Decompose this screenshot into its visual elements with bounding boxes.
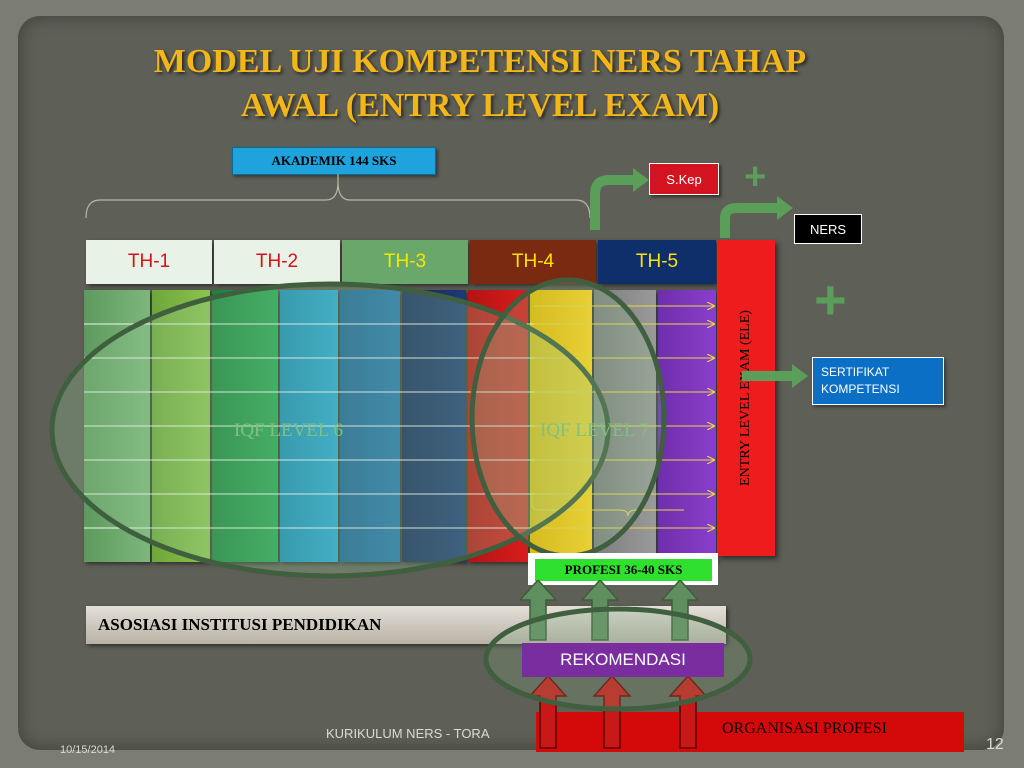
year-header-th2: TH-2 xyxy=(214,240,340,284)
year-header-th1: TH-1 xyxy=(86,240,212,284)
year-header-th3: TH-3 xyxy=(342,240,468,284)
page-number: 12 xyxy=(986,736,1004,753)
sertifikat-line-1: SERTIFIKAT xyxy=(821,365,890,379)
rekomendasi-box: REKOMENDASI xyxy=(522,643,724,677)
akademik-box: AKADEMIK 144 SKS xyxy=(232,147,436,175)
flow-lines xyxy=(84,290,724,560)
skep-box: S.Kep xyxy=(649,163,719,195)
organisasi-profesi-label: ORGANISASI PROFESI xyxy=(722,720,887,737)
sertifikat-line-2: KOMPETENSI xyxy=(821,382,900,396)
plus-icon: + xyxy=(814,268,847,331)
footer-title: KURIKULUM NERS - TORA xyxy=(326,726,490,741)
title-line-2: AWAL (ENTRY LEVEL EXAM) xyxy=(240,87,720,124)
iqf-level-6-label: IQF LEVEL 6 xyxy=(234,420,344,441)
asosiasi-institusi-box: ASOSIASI INSTITUSI PENDIDIKAN xyxy=(86,606,726,644)
progression-arrows xyxy=(590,168,793,238)
ners-box: NERS xyxy=(794,214,862,244)
slide-title: MODEL UJI KOMPETENSI NERS TAHAP AWAL (EN… xyxy=(60,40,900,128)
year-header-th5: TH-5 xyxy=(598,240,716,284)
entry-level-exam-label: ENTRY LEVEL EXAM (ELE) xyxy=(738,310,753,486)
akademik-bracket xyxy=(85,174,591,219)
year-header-th4: TH-4 xyxy=(470,240,596,284)
entry-level-exam-label-wrap: ENTRY LEVEL EXAM (ELE) xyxy=(717,240,775,556)
footer-date: 10/15/2014 xyxy=(60,744,116,756)
sertifikat-kompetensi-box: SERTIFIKAT KOMPETENSI xyxy=(812,357,944,405)
title-line-1: MODEL UJI KOMPETENSI NERS TAHAP xyxy=(153,43,807,80)
plus-icon: + xyxy=(744,156,767,198)
iqf-ellipses xyxy=(49,277,667,579)
iqf-level-7-label: IQF LEVEL 7 xyxy=(540,420,650,441)
entry-level-exam-box xyxy=(717,240,775,556)
profesi-box: PROFESI 36-40 SKS xyxy=(535,559,712,581)
sertifikat-arrow xyxy=(742,364,808,388)
